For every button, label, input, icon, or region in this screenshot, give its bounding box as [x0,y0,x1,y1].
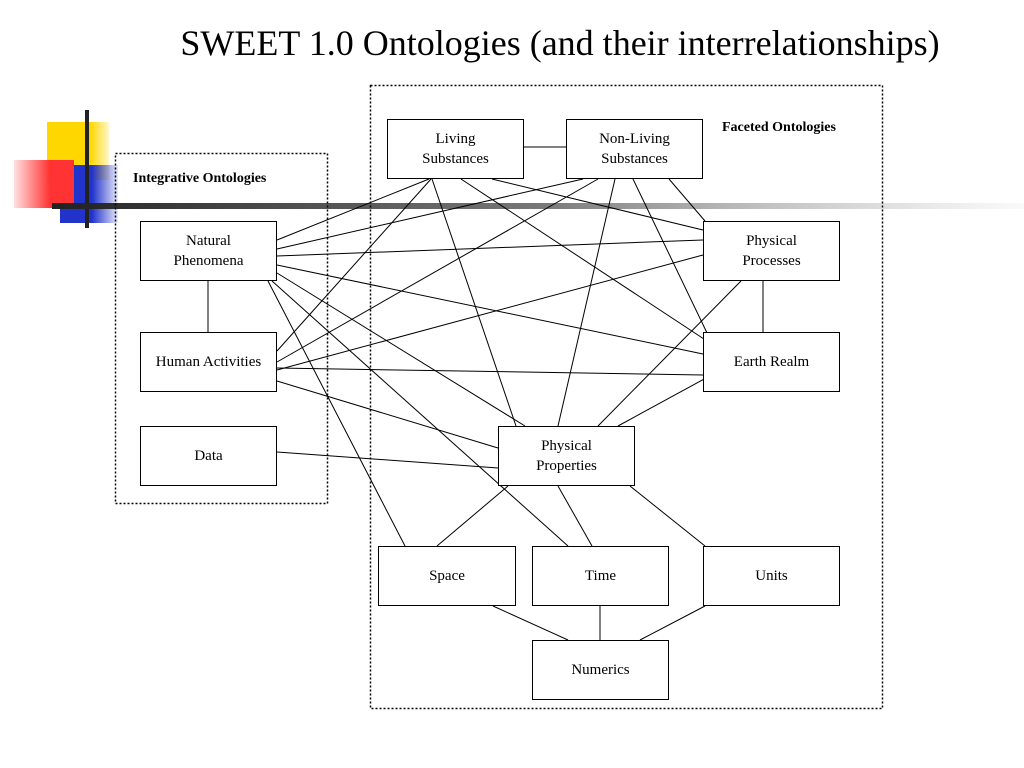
integrative-ontologies-label: Integrative Ontologies [133,171,267,186]
edge-space-numerics [492,605,569,641]
edge-natural-processes [276,239,704,257]
edge-nonliving-human [276,178,599,363]
edge-processes-properties [597,280,742,427]
node-units-label: Units [755,568,788,584]
node-space-label: Space [429,568,465,584]
edge-natural-space [267,280,406,547]
edge-nonliving-processes [668,178,706,222]
edge-living-natural [276,178,430,241]
edge-nonliving-natural [276,178,584,250]
node-physical-properties-line1: Physical [541,438,592,454]
edge-living-earth [460,178,708,342]
node-non-living-substances-line1: Non-Living [599,131,670,147]
node-time: Time [532,546,669,606]
node-data: Data [140,426,277,486]
node-human-activities-label: Human Activities [155,354,262,370]
faceted-ontologies-label: Faceted Ontologies [722,120,836,135]
edge-units-numerics [639,605,706,641]
edge-human-properties [276,380,499,449]
node-numerics: Numerics [532,640,669,700]
horizontal-rule [52,203,1024,209]
edge-natural-properties [276,272,526,427]
node-time-label: Time [584,568,617,584]
node-natural-phenomena-line1: Natural [186,233,231,249]
edge-living-properties [431,178,517,427]
node-natural-phenomena-line2: Phenomena [173,253,244,269]
edge-nonliving-properties [557,178,616,427]
node-units: Units [703,546,840,606]
node-living-substances-line2: Substances [422,151,489,167]
node-numerics-label: Numerics [571,662,630,678]
slide-logo-graphic [14,110,118,228]
node-human-activities: Human Activities [140,332,277,392]
edge-living-processes [491,178,704,231]
edge-nonliving-earth [632,178,709,336]
integrative-ontologies-frame [114,152,329,505]
edge-data-properties [276,451,499,469]
edge-human-earth [276,367,704,376]
edge-properties-space [436,485,509,547]
logo-red-square [14,160,74,208]
node-space: Space [378,546,516,606]
node-data-label: Data [194,448,223,464]
edge-properties-time [557,485,593,547]
edge-natural-time [271,280,569,547]
node-physical-processes-line2: Processes [742,253,801,269]
edge-earth-properties [617,377,707,427]
node-physical-properties-line2: Properties [536,458,597,474]
faceted-ontologies-frame [369,84,884,710]
node-non-living-substances-line2: Substances [601,151,668,167]
node-earth-realm: Earth Realm [703,332,840,392]
logo-vertical-bar [85,110,89,228]
edge-properties-units [629,485,706,547]
edge-living-human [276,178,432,352]
slide-title: SWEET 1.0 Ontologies (and their interrel… [180,23,940,63]
node-earth-realm-label: Earth Realm [733,354,810,370]
node-physical-processes-line1: Physical [746,233,797,249]
edge-natural-earth [276,264,704,355]
edge-human-processes [276,254,704,371]
node-living-substances-line1: Living [435,131,476,147]
